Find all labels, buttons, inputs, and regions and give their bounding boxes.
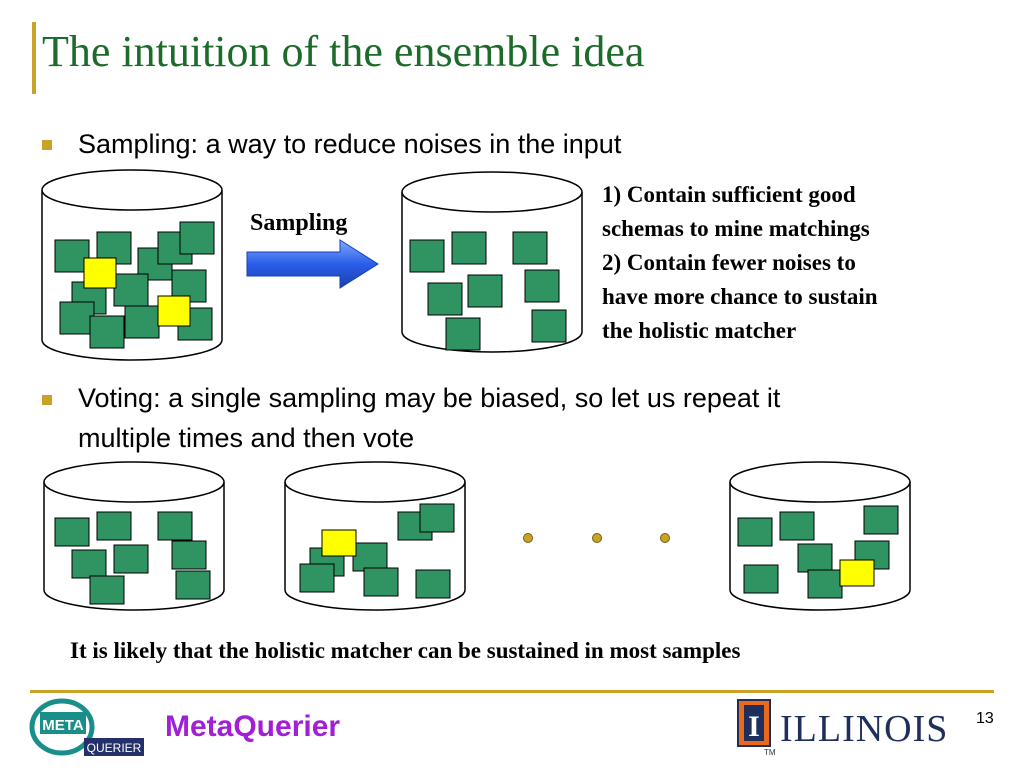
sampling-arrow-icon bbox=[246, 239, 379, 289]
title-accent-bar bbox=[32, 22, 36, 94]
bullet-sampling-text: Sampling: a way to reduce noises in the … bbox=[78, 129, 622, 159]
metaquerier-logo: META QUERIER bbox=[29, 698, 144, 756]
bullet-voting-text: Voting: a single sampling may be biased,… bbox=[78, 378, 780, 458]
bullet-voting-line: multiple times and then vote bbox=[78, 423, 415, 453]
footer-divider bbox=[30, 690, 994, 693]
note-line: the holistic matcher bbox=[602, 318, 797, 343]
input-schema-cards bbox=[54, 221, 215, 349]
conclusion-text: It is likely that the holistic matcher c… bbox=[70, 638, 741, 663]
noise-schema-card bbox=[321, 529, 357, 557]
sampling-notes: 1) Contain sufficient good schemas to mi… bbox=[602, 178, 878, 348]
noise-schema-card bbox=[839, 559, 875, 587]
note-line: 2) Contain fewer noises to bbox=[602, 250, 856, 275]
ellipsis-dots bbox=[523, 533, 670, 543]
vote-sample-cylinder-3 bbox=[729, 461, 911, 611]
trademark-mark: TM bbox=[764, 748, 776, 757]
bullet-voting-line: Voting: a single sampling may be biased,… bbox=[78, 383, 781, 413]
page-number: 13 bbox=[976, 710, 994, 727]
sampling-arrow-label: Sampling bbox=[250, 210, 348, 236]
note-line: 1) Contain sufficient good bbox=[602, 182, 856, 207]
noise-schema-card bbox=[83, 257, 117, 289]
sample-schema-cards bbox=[409, 231, 567, 351]
metaquerier-label: MetaQuerier bbox=[165, 710, 341, 743]
note-line: have more chance to sustain bbox=[602, 284, 878, 309]
vote-sample-cylinder-1 bbox=[43, 461, 225, 611]
vote-sample-cylinder-2 bbox=[284, 461, 466, 611]
slide-title: The intuition of the ensemble idea bbox=[42, 27, 645, 76]
bullet-square bbox=[42, 395, 52, 405]
metaquerier-logo-bottom: QUERIER bbox=[87, 741, 142, 755]
illinois-logo-letter: I bbox=[748, 710, 760, 743]
noise-schema-card bbox=[157, 295, 191, 327]
illinois-logo-mark: I bbox=[737, 699, 771, 747]
metaquerier-logo-top: META bbox=[42, 717, 84, 734]
illinois-wordmark: ILLINOIS bbox=[780, 708, 949, 750]
bullet-square bbox=[42, 140, 52, 150]
note-line: schemas to mine matchings bbox=[602, 216, 870, 241]
